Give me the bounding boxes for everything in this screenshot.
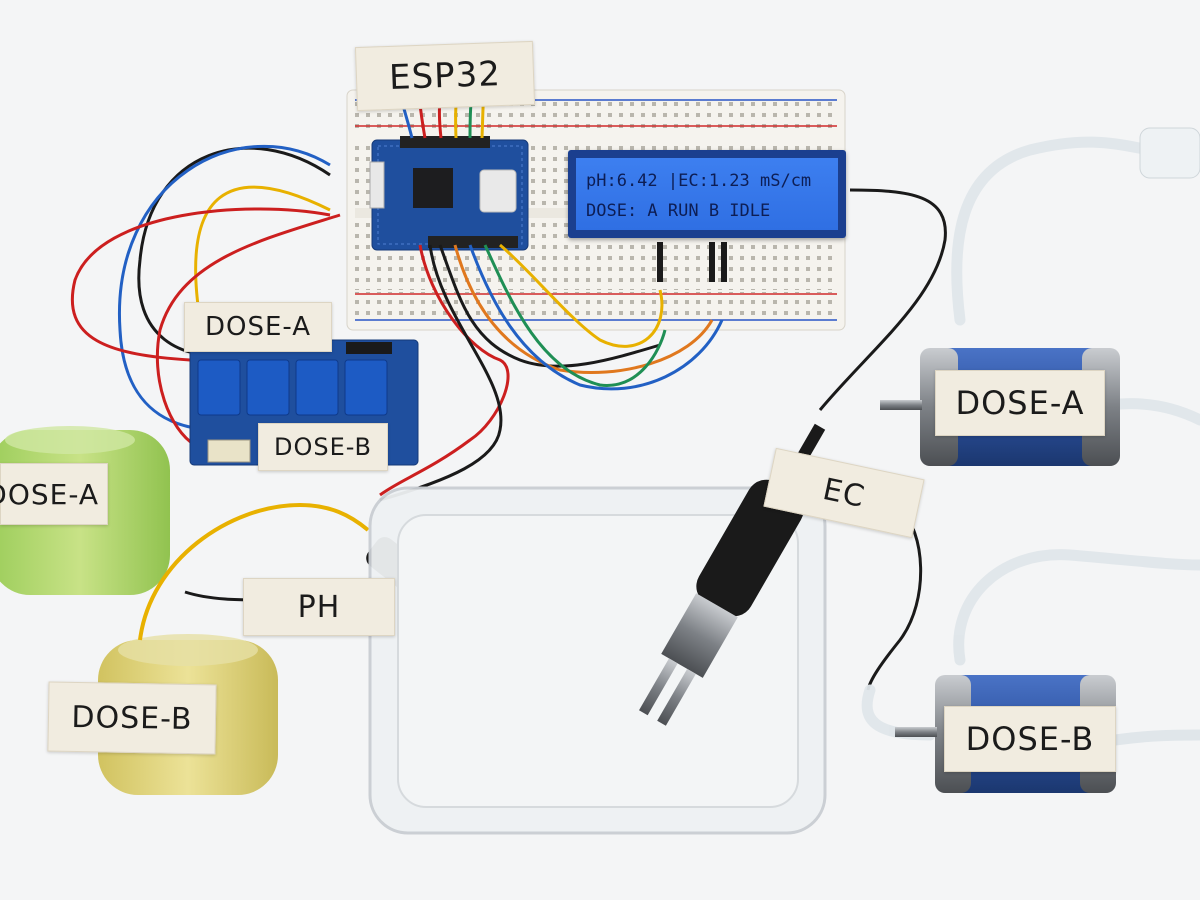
pump-dose-b-label: DOSE-B [944, 706, 1116, 772]
relay-dose-a-label: DOSE-A [184, 302, 332, 352]
lcd-screen: pH:6.42 |EC:1.23 mS/cm DOSE: A RUN B IDL… [576, 158, 838, 230]
relay-dose-b-label: DOSE-B [258, 423, 388, 471]
bottle-dose-b-label: DOSE-B [47, 681, 217, 755]
esp32-board [369, 136, 529, 251]
tubing-connector [1139, 127, 1200, 179]
esp32-label: ESP32 [354, 40, 536, 112]
lcd-line-2: DOSE: A RUN B IDLE [586, 201, 771, 221]
ph-label: PH [243, 578, 395, 636]
lcd-display: pH:6.42 |EC:1.23 mS/cm DOSE: A RUN B IDL… [568, 150, 846, 238]
lcd-line-1: pH:6.42 |EC:1.23 mS/cm [586, 171, 812, 191]
bottle-dose-a-label: DOSE-A [0, 463, 108, 525]
pump-dose-a-label: DOSE-A [935, 370, 1105, 436]
